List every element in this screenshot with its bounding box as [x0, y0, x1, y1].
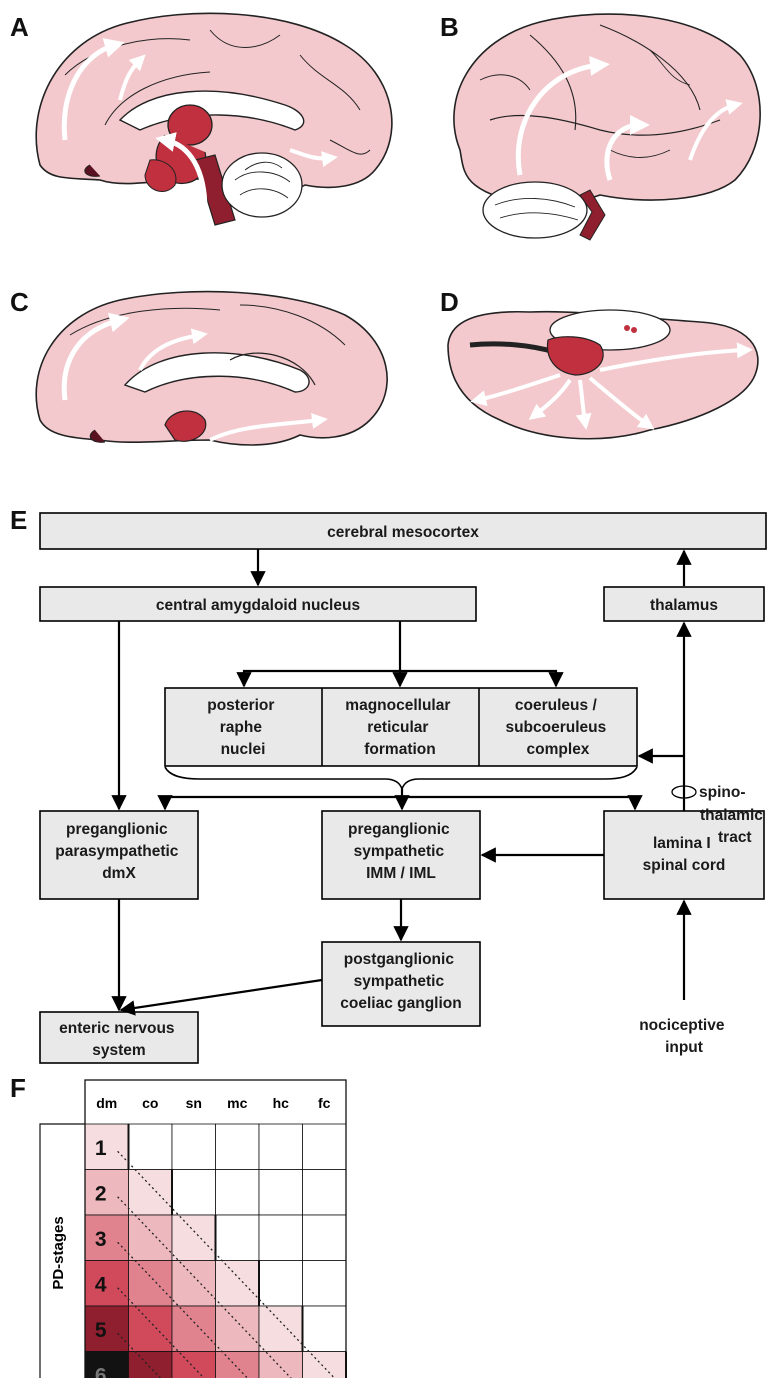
grid-cell [85, 1215, 129, 1261]
pd-stages-label: PD-stages [50, 1216, 67, 1289]
column-header-co: co [142, 1095, 158, 1111]
label-spinothalamic: spino- thalamic [699, 784, 746, 801]
brain-b-lateral-view [454, 14, 760, 240]
grid-cell [216, 1124, 260, 1170]
grid-cell [129, 1170, 173, 1216]
panel-label-f: F [10, 1073, 26, 1104]
grid-cell [172, 1215, 216, 1261]
brain-illustrations [0, 0, 770, 500]
grid-cell [172, 1170, 216, 1216]
grid-cell [259, 1124, 303, 1170]
grid-cell [216, 1261, 260, 1307]
grid-cell [85, 1261, 129, 1307]
spinothalamic-line-3: tract [700, 827, 763, 849]
grid-cell [259, 1306, 303, 1352]
grid-cell [85, 1170, 129, 1216]
pd-staging-grid: dm co sn mc hc fc 1 2 3 4 5 6 PD-stages [30, 1078, 430, 1378]
grid-cell [129, 1215, 173, 1261]
grid-cell [172, 1306, 216, 1352]
stage-number-4: 4 [95, 1273, 107, 1296]
grid-cell [259, 1352, 303, 1379]
label-thalamus: thalamus [650, 597, 718, 614]
grid-cell [172, 1261, 216, 1307]
grid-cell [216, 1170, 260, 1216]
column-header-mc: mc [227, 1095, 247, 1111]
brace [165, 767, 637, 789]
grid-cell [129, 1306, 173, 1352]
grid-cell [85, 1306, 129, 1352]
grid-cell [303, 1306, 347, 1352]
grid-cell [85, 1124, 129, 1170]
grid-cell [129, 1261, 173, 1307]
connectivity-diagram: cerebral mesocortex central amygdaloid n… [0, 505, 770, 1065]
grid-cell [303, 1261, 347, 1307]
column-header-sn: sn [186, 1095, 202, 1111]
brain-c-medial-view [36, 292, 387, 445]
stage-number-6: 6 [95, 1364, 107, 1378]
grid-cell [216, 1215, 260, 1261]
spinothalamic-line-2: thalamic [700, 805, 763, 827]
label-central-amygdaloid: central amygdaloid nucleus [156, 597, 360, 614]
grid-cell [303, 1124, 347, 1170]
grid-cell [259, 1215, 303, 1261]
grid-cell [85, 1352, 129, 1379]
column-header-hc: hc [273, 1095, 290, 1111]
label-postganglionic: postganglionic sympathetic coeliac gangl… [340, 951, 461, 1012]
grid-cell [129, 1124, 173, 1170]
grid-cell [216, 1352, 260, 1379]
stage-number-1: 1 [95, 1137, 107, 1160]
column-header-fc: fc [318, 1095, 331, 1111]
label-nociceptive: nociceptive input [639, 1017, 729, 1056]
grid-cell [259, 1261, 303, 1307]
grid-cell [303, 1170, 347, 1216]
stage-number-5: 5 [95, 1319, 107, 1342]
grid-cell [259, 1170, 303, 1216]
grid-cell [129, 1352, 173, 1379]
label-cerebral-mesocortex: cerebral mesocortex [327, 524, 479, 541]
grid-cell [303, 1215, 347, 1261]
brain-d-ventral-view [448, 310, 758, 439]
grid-cell [303, 1352, 347, 1379]
stage-number-2: 2 [95, 1182, 107, 1205]
stage-number-3: 3 [95, 1228, 107, 1251]
brain-a-medial-view [36, 13, 392, 225]
grid-cell [216, 1306, 260, 1352]
column-header-dm: dm [96, 1095, 117, 1111]
grid-cell [172, 1124, 216, 1170]
spinothalamic-lines: thalamic tract [700, 805, 763, 849]
grid-cell [172, 1352, 216, 1379]
